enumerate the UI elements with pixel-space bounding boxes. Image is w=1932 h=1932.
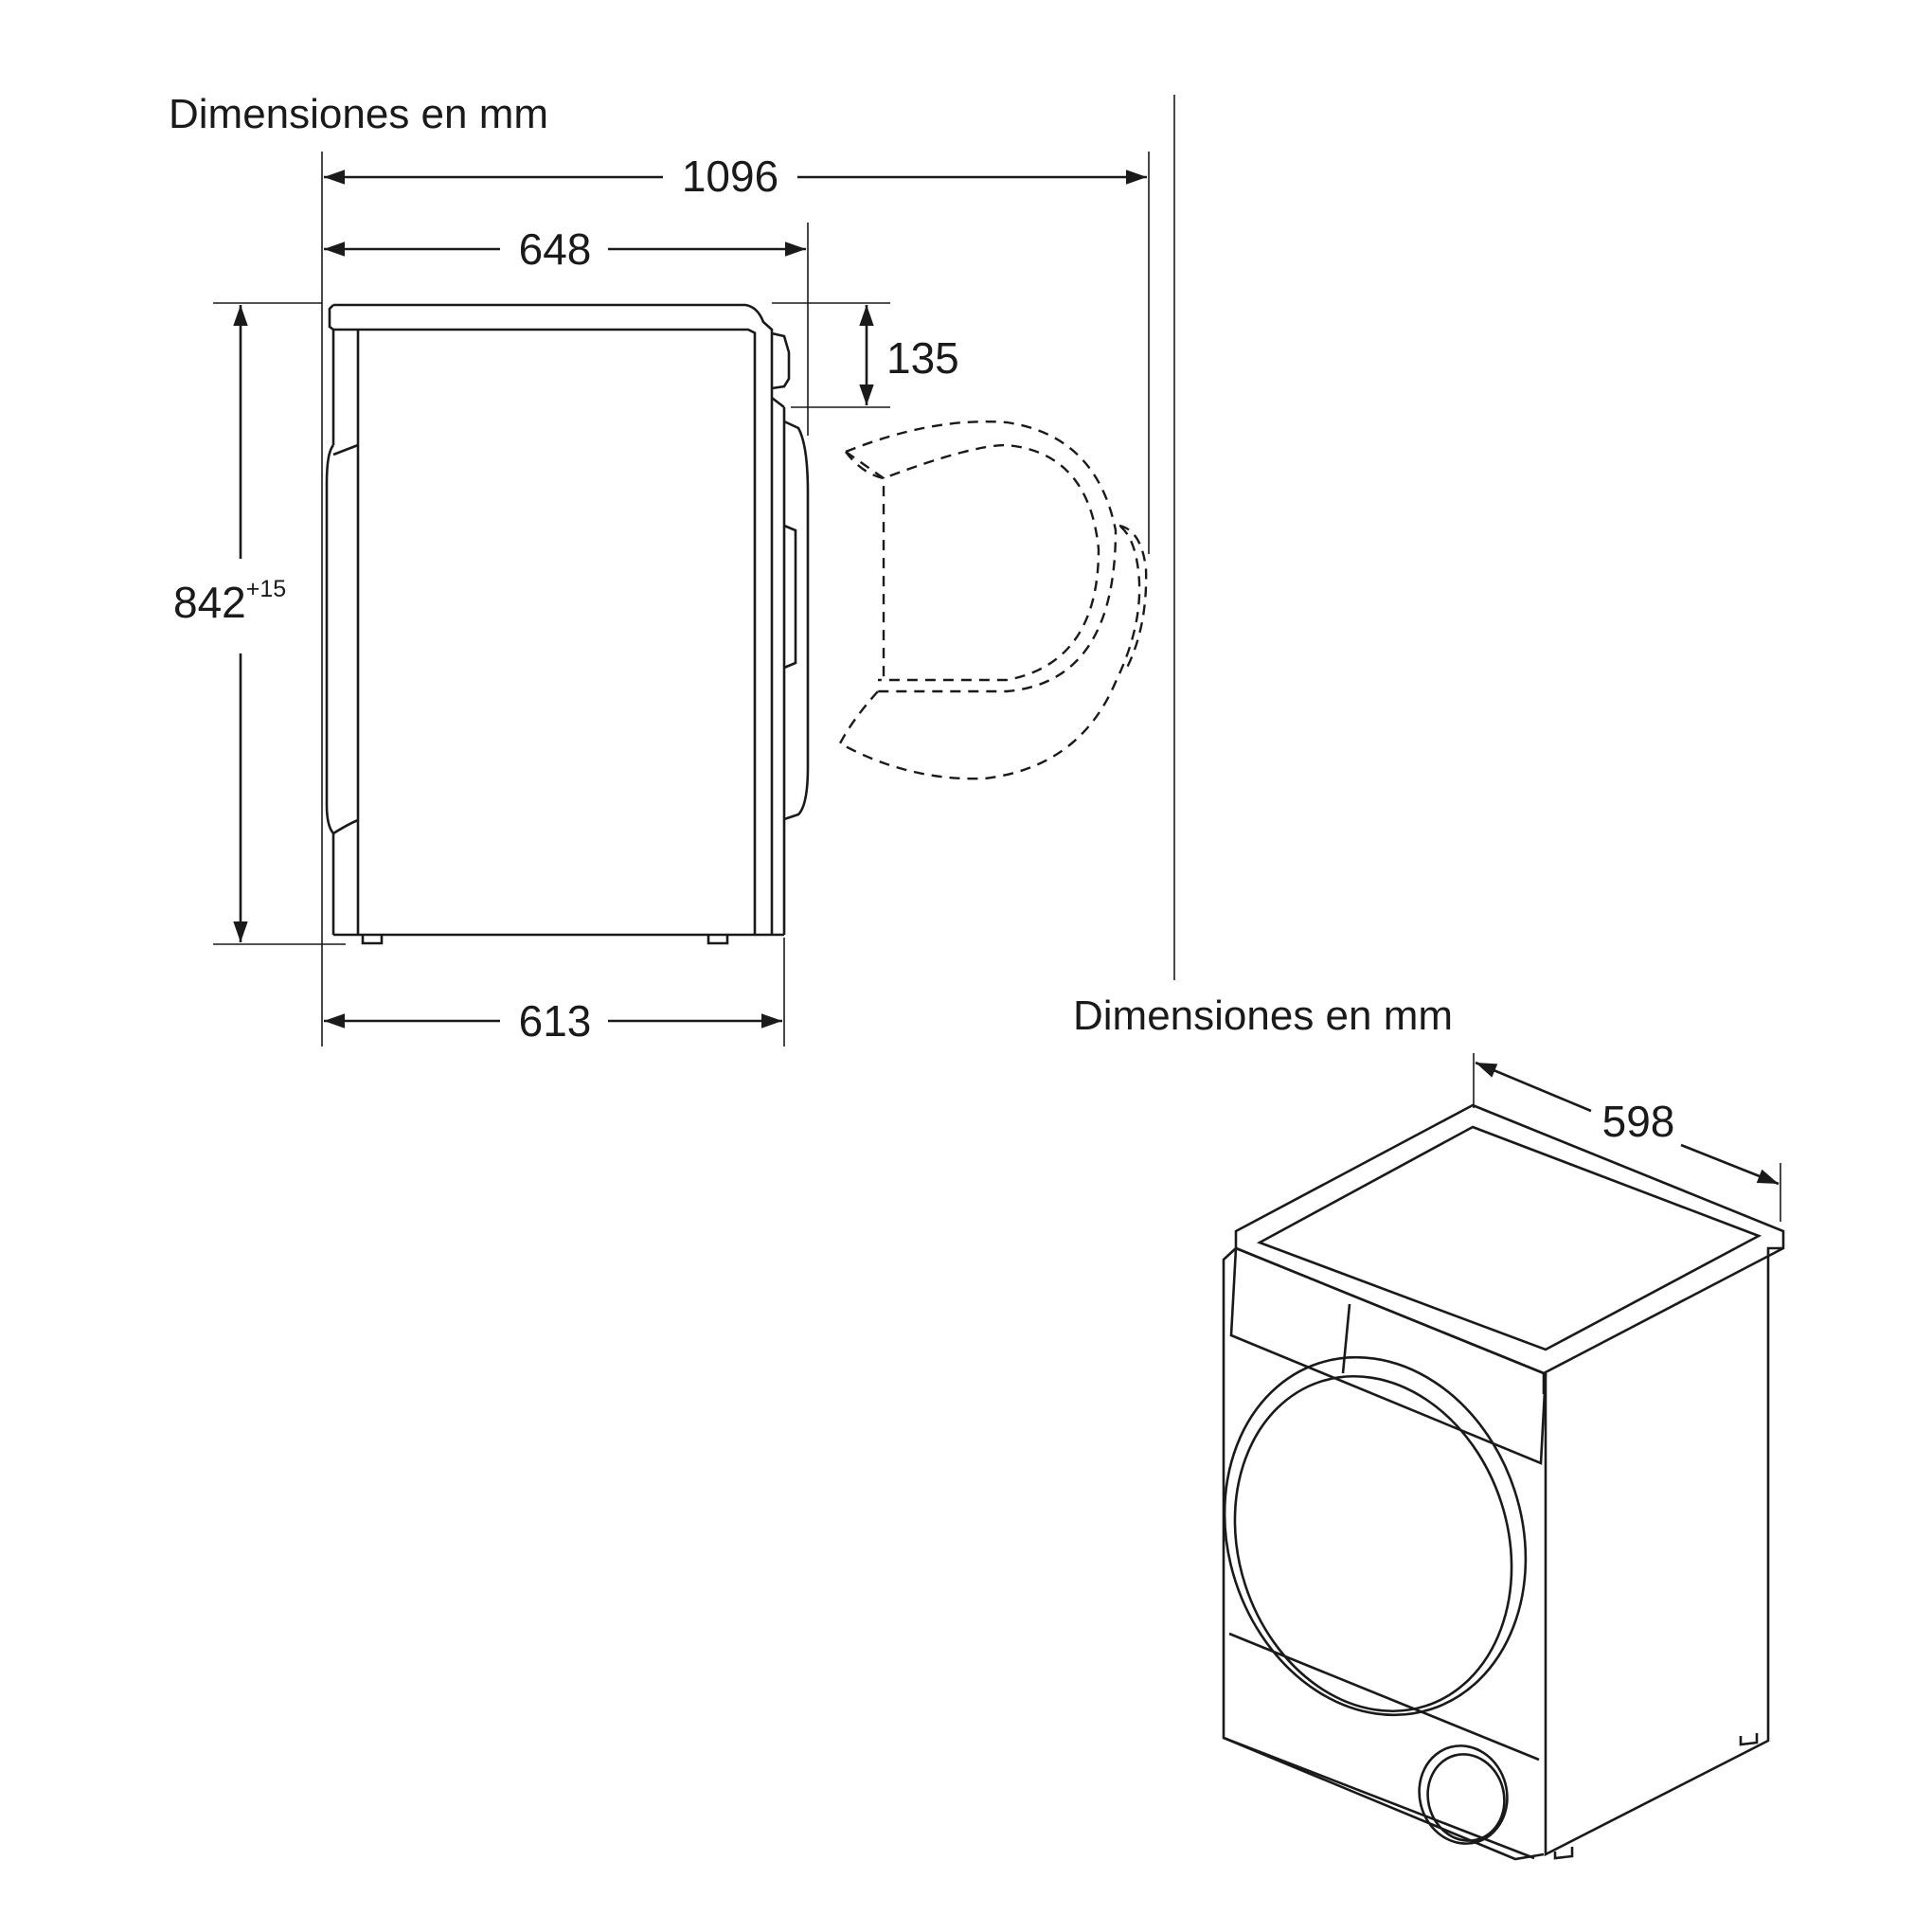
dim-613-label: 613: [519, 996, 592, 1046]
dim-842-label: 842+15: [173, 576, 286, 627]
extension-lines: [213, 152, 1150, 1046]
door-swing-dashed: [838, 420, 1148, 780]
dimension-842: 842+15: [173, 305, 286, 942]
dimension-648: 648: [324, 224, 806, 274]
dim-598-label: 598: [1602, 1097, 1675, 1146]
dim-135-label: 135: [886, 333, 959, 383]
dim-842-value: 842: [173, 578, 246, 627]
side-view-title: Dimensiones en mm: [169, 91, 548, 137]
dimension-1096: 1096: [324, 152, 1147, 201]
isometric-view: Dimensiones en mm 598: [1073, 993, 1785, 1861]
side-view: Dimensiones en mm 1096 648: [169, 91, 1175, 1046]
dimension-598: 598: [1473, 1053, 1781, 1222]
dryer-side-outline: [325, 303, 810, 945]
dim-842-tolerance: +15: [246, 576, 286, 602]
dim-1096-label: 1096: [682, 152, 778, 201]
dryer-isometric-outline: [1222, 1103, 1785, 1861]
iso-view-title: Dimensiones en mm: [1073, 993, 1453, 1039]
dim-648-label: 648: [519, 224, 592, 274]
dimension-135: 135: [859, 305, 959, 405]
dimension-613: 613: [324, 996, 782, 1046]
